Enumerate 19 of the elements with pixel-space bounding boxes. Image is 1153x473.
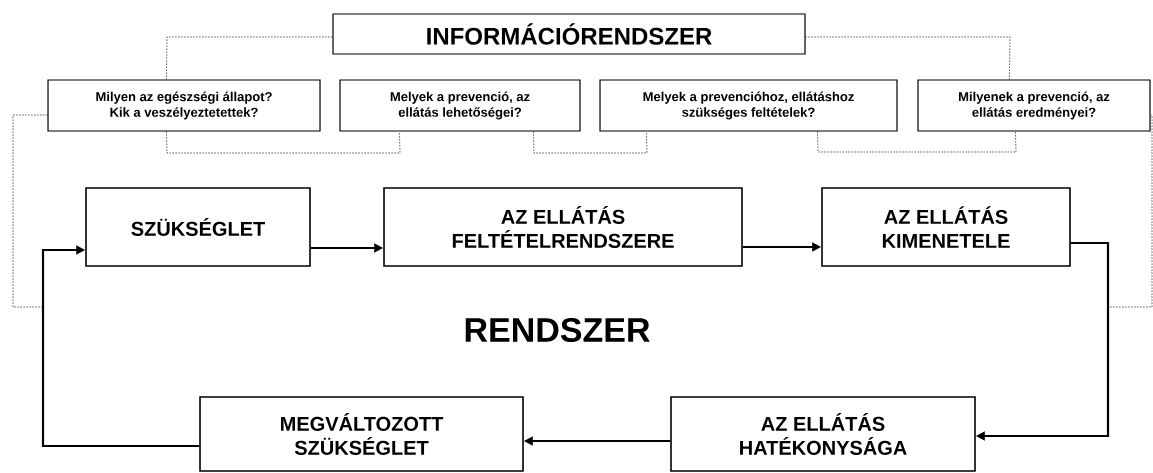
connector-line xyxy=(12,114,48,308)
system-label: RENDSZER xyxy=(465,317,650,343)
connector-line xyxy=(805,36,1011,80)
process-box: SZÜKSÉGLET xyxy=(85,187,311,267)
process-box: AZ ELLÁTÁS HATÉKONYSÁGA xyxy=(670,396,976,472)
connector-line xyxy=(165,36,333,80)
question-box: Milyenek a prevenció, az ellátás eredményei? xyxy=(917,79,1151,132)
connector-line xyxy=(165,131,401,154)
connector-line xyxy=(816,131,1017,153)
connector-line xyxy=(532,131,648,154)
connector-line xyxy=(1107,114,1153,308)
title-box: INFORMÁCIÓRENDSZER xyxy=(332,13,806,55)
process-box: MEGVÁLTOZOTT SZÜKSÉGLET xyxy=(199,396,524,472)
question-box: Melyek a prevenció, az ellátás lehetőségei? xyxy=(339,79,581,132)
arrow xyxy=(41,245,200,448)
process-box: AZ ELLÁTÁS FELTÉTELRENDSZERE xyxy=(383,187,743,267)
question-box: Melyek a prevencióhoz, ellátáshoz szükséges feltételek? xyxy=(599,79,898,132)
question-box: Milyen az egészségi állapot? Kik a veszélyeztetettek? xyxy=(47,79,321,132)
process-box: AZ ELLÁTÁS KIMENETELE xyxy=(821,187,1071,267)
